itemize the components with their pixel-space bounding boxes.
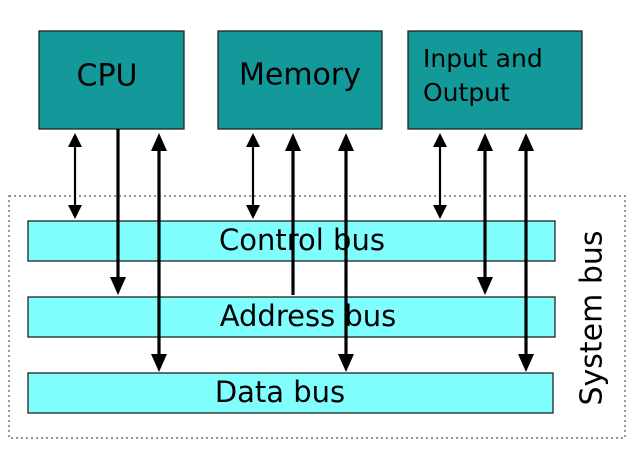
cpu-control-bus-arrow <box>68 133 82 219</box>
input-output-box: Input and Output <box>407 30 583 130</box>
cpu-data-bus-arrow <box>151 133 167 372</box>
system-bus-label: System bus <box>575 230 610 405</box>
input-output-box-rect <box>407 30 583 130</box>
address-bus-memory-arrow <box>285 133 301 295</box>
memory-data-bus-arrow <box>338 133 354 372</box>
input-output-label-line1: Input and <box>423 44 543 73</box>
cpu-address-bus-arrow <box>110 129 126 295</box>
input-output-label-line2: Output <box>423 78 510 107</box>
io-address-bus-arrow <box>477 133 493 295</box>
memory-label: Memory <box>239 58 361 93</box>
cpu-box: CPU <box>38 30 185 130</box>
io-data-bus-arrow <box>518 133 534 372</box>
address-bus: Address bus <box>27 296 556 338</box>
memory-control-bus-arrow <box>246 133 260 219</box>
io-control-bus-arrow <box>433 133 447 219</box>
memory-box: Memory <box>217 30 383 130</box>
data-bus: Data bus <box>27 372 554 414</box>
data-bus-label: Data bus <box>215 375 345 409</box>
control-bus-label: Control bus <box>219 223 385 257</box>
memory-box-rect <box>217 30 383 130</box>
system-bus-frame <box>8 195 626 439</box>
data-bus-bar <box>27 372 554 414</box>
address-bus-bar <box>27 296 556 338</box>
cpu-label: CPU <box>77 59 138 94</box>
cpu-box-rect <box>38 30 185 130</box>
address-bus-label: Address bus <box>220 299 397 333</box>
